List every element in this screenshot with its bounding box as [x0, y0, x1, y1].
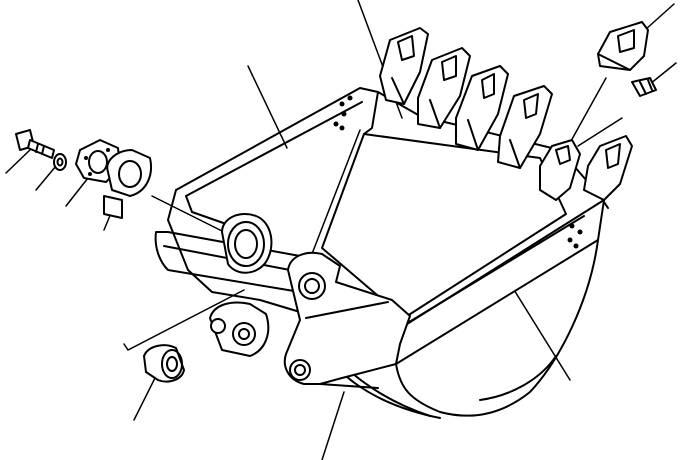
leader-flange-plate: [65, 177, 89, 207]
bucket-rim-back-inner: [185, 101, 363, 197]
link-bracket: [283, 251, 411, 389]
tooth-tip: [597, 21, 649, 71]
tooth-3: [455, 65, 509, 151]
leader-side-cutter-2: [577, 117, 623, 147]
bucket-bottom: [395, 239, 599, 417]
bushing: [143, 344, 185, 383]
boss: [221, 213, 273, 274]
link-plate: [209, 301, 270, 357]
bucket-left-wall: [167, 189, 301, 313]
tooth-row: [379, 27, 633, 201]
leader-bushing-2: [123, 289, 245, 351]
shim: [103, 149, 152, 219]
tooth-2: [417, 47, 471, 129]
lock-pin: [631, 77, 657, 97]
bucket-bottom-wear: [479, 355, 557, 401]
leader-bracket: [321, 391, 345, 460]
side-plate-inner-line: [395, 215, 585, 331]
side-cutter: [583, 135, 633, 201]
leader-side-cutter: [565, 77, 607, 151]
tooth-5: [539, 139, 581, 201]
tooth-1: [379, 27, 429, 105]
leader-bucket-body: [247, 65, 288, 149]
leader-bushing: [133, 371, 159, 421]
rim-holes: [333, 95, 583, 249]
washer: [53, 153, 67, 171]
bolt: [15, 129, 55, 159]
bucket-left-wall-inner: [185, 195, 233, 227]
leader-lock-pin: [649, 62, 677, 85]
tooth-4: [497, 85, 553, 169]
bucket-rim-back: [175, 87, 379, 191]
leader-bucket-bottom: [505, 276, 571, 381]
leader-washer: [35, 165, 57, 191]
leader-bolt: [5, 147, 33, 174]
leader-lines: [5, 0, 677, 460]
